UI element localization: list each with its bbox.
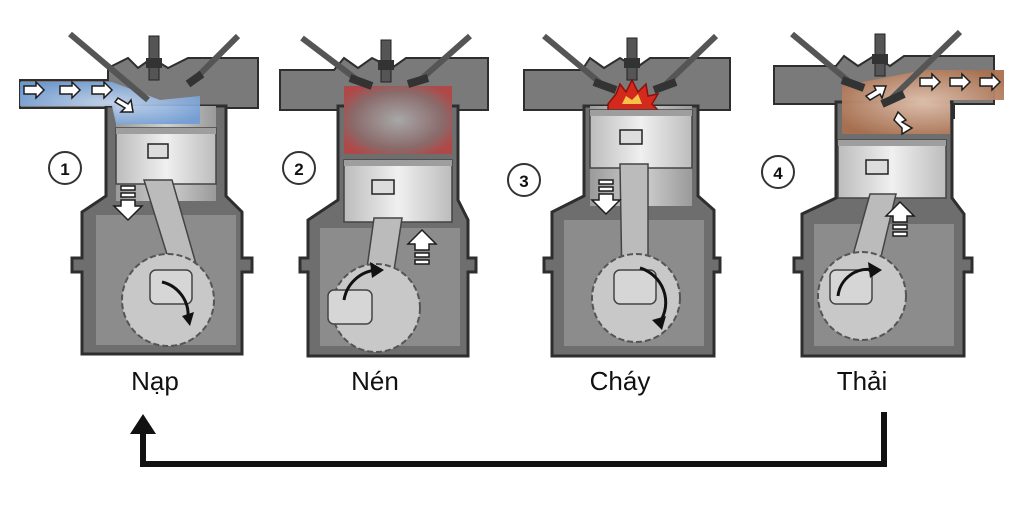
stroke-number-badge [282, 151, 316, 185]
exhaust-flow-arrows [864, 72, 1002, 136]
stroke-number: 1 [60, 160, 69, 179]
intake-valve [300, 35, 362, 85]
piston [343, 159, 453, 223]
cycle-return-arrow [130, 412, 887, 467]
exhaust-valve [661, 33, 719, 89]
piston-motion-arrow-up [884, 200, 916, 237]
stroke-number: 3 [519, 172, 528, 191]
stroke-label-exhaust: Thải [836, 366, 888, 396]
rotation-arrow [639, 266, 668, 323]
intake-valve [68, 31, 150, 103]
engine-compression: 2 [279, 33, 489, 358]
piston-motion-arrow-up [406, 228, 438, 265]
stroke-number-badge [48, 151, 82, 185]
stroke-label-compression: Nén [351, 366, 399, 396]
piston-motion-arrow-down [590, 179, 622, 216]
rotation-arrow [836, 267, 875, 297]
stroke-number-badge [761, 155, 795, 189]
stroke-label-intake: Nạp [131, 366, 179, 396]
intake-valve [790, 31, 854, 87]
rotation-arrow [161, 280, 190, 319]
compressed-charge [344, 86, 452, 154]
exhaust-valve [889, 29, 963, 101]
engine-exhaust: 4 [761, 29, 1004, 358]
piston-motion-arrow-down [112, 185, 144, 222]
stroke-number: 4 [773, 164, 783, 183]
stroke-number-badge [507, 163, 541, 197]
engine-intake: 1 [19, 31, 259, 356]
intake-flow-arrows [23, 80, 134, 113]
stroke-number: 2 [294, 160, 303, 179]
stroke-label-power: Cháy [589, 366, 651, 396]
intake-valve [542, 33, 606, 89]
engine-power: 3 [507, 33, 731, 358]
piston [837, 139, 947, 199]
